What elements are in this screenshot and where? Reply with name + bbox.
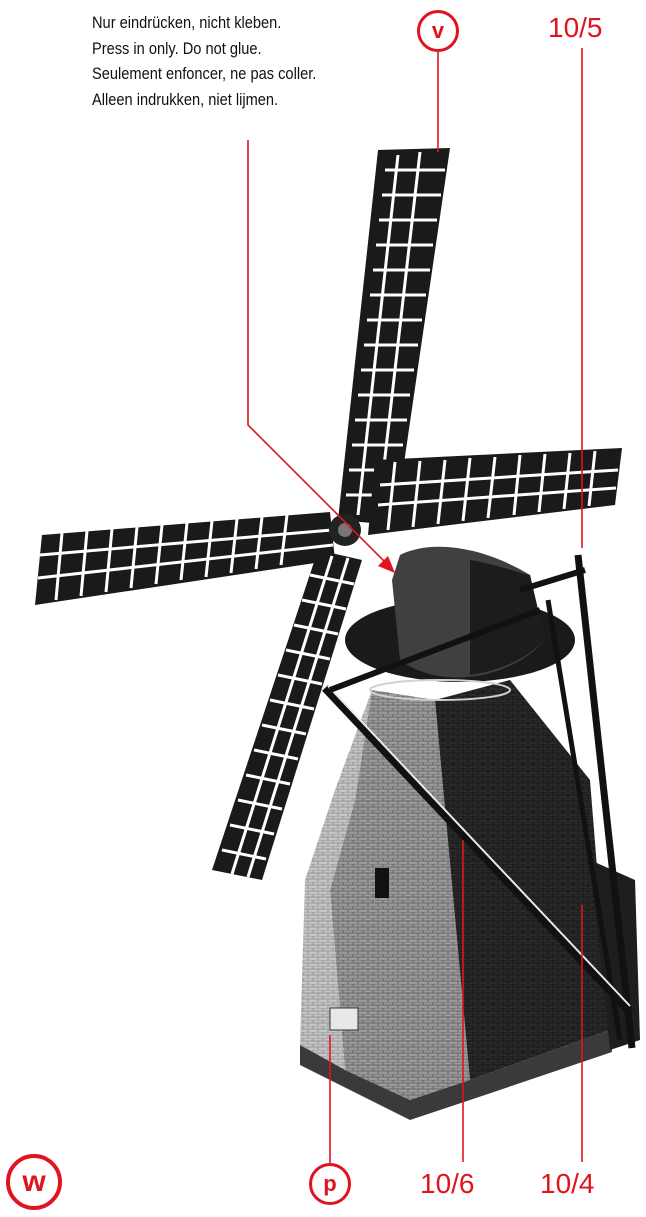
callout-p: p xyxy=(309,1163,351,1205)
cap xyxy=(345,547,575,700)
part-label-10-6: 10/6 xyxy=(420,1170,475,1198)
callout-v-text: v xyxy=(432,18,444,44)
callout-v: v xyxy=(417,10,459,52)
note-line-fr: Seulement enfoncer, ne pas coller. xyxy=(92,61,376,87)
part-label-10-4: 10/4 xyxy=(540,1170,595,1198)
callout-w-text: w xyxy=(22,1165,45,1199)
sail-hub-cap xyxy=(338,523,352,537)
part-label-10-5: 10/5 xyxy=(548,14,603,42)
tower-window xyxy=(375,868,389,898)
base-door xyxy=(330,1008,358,1030)
callout-w: w xyxy=(6,1154,62,1210)
note-line-nl: Alleen indrukken, niet lijmen. xyxy=(92,87,376,113)
instruction-note: Nur eindrücken, nicht kleben. Press in o… xyxy=(92,10,376,112)
callout-p-text: p xyxy=(323,1171,336,1197)
note-line-de: Nur eindrücken, nicht kleben. xyxy=(92,10,376,36)
tower xyxy=(300,680,640,1120)
note-line-en: Press in only. Do not glue. xyxy=(92,36,376,62)
